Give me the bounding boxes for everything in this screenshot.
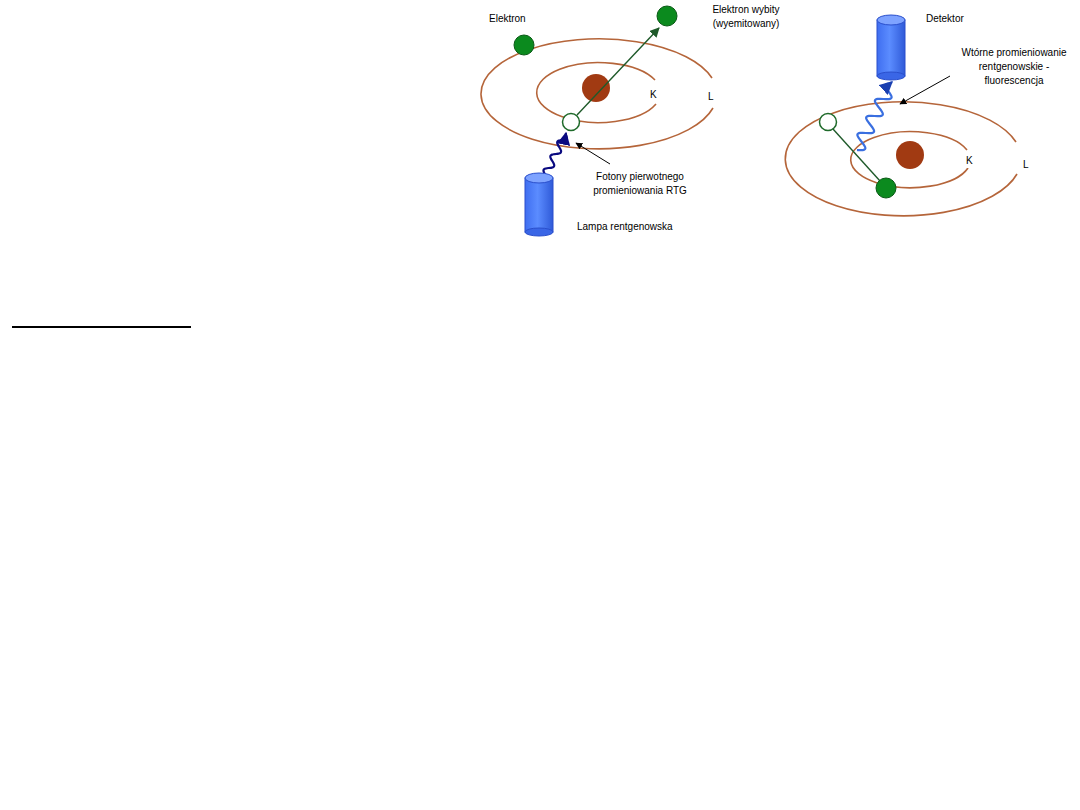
orbit-l (785, 102, 1017, 216)
ejected-electron (657, 6, 677, 26)
vacancy (820, 114, 837, 131)
nucleus (582, 74, 610, 102)
shell-label: K (648, 88, 659, 102)
electron (514, 35, 534, 55)
photon-label: Fotony pierwotnego promieniowania RTG (586, 170, 694, 198)
excitation-diagram (481, 6, 713, 236)
fluorescence-wave (857, 82, 892, 150)
electron-label: Elektron (489, 12, 526, 26)
shell-label: L (1021, 158, 1031, 172)
detector (877, 15, 905, 80)
shell-label: K (964, 154, 975, 168)
orbit-k (537, 63, 656, 123)
leader-line (900, 76, 950, 104)
vacancy (563, 114, 580, 131)
tube-label: Lampa rentgenowska (577, 220, 673, 234)
orbit-k (851, 132, 968, 188)
transition-line (833, 129, 880, 181)
x-ray-tube (525, 173, 553, 236)
nucleus (896, 141, 924, 169)
separator-line (12, 326, 191, 328)
shell-label: L (706, 90, 716, 104)
fluorescence-diagram (785, 15, 1017, 216)
leader-line (576, 143, 610, 164)
electron (876, 178, 896, 198)
ejected-electron-label: Elektron wybity (wyemitowany) (705, 3, 787, 31)
fluorescence-label: Wtórne promieniowanie rentgenowskie - fl… (952, 46, 1076, 88)
emission-arrow (577, 28, 659, 115)
detector-label: Detektor (926, 12, 964, 26)
